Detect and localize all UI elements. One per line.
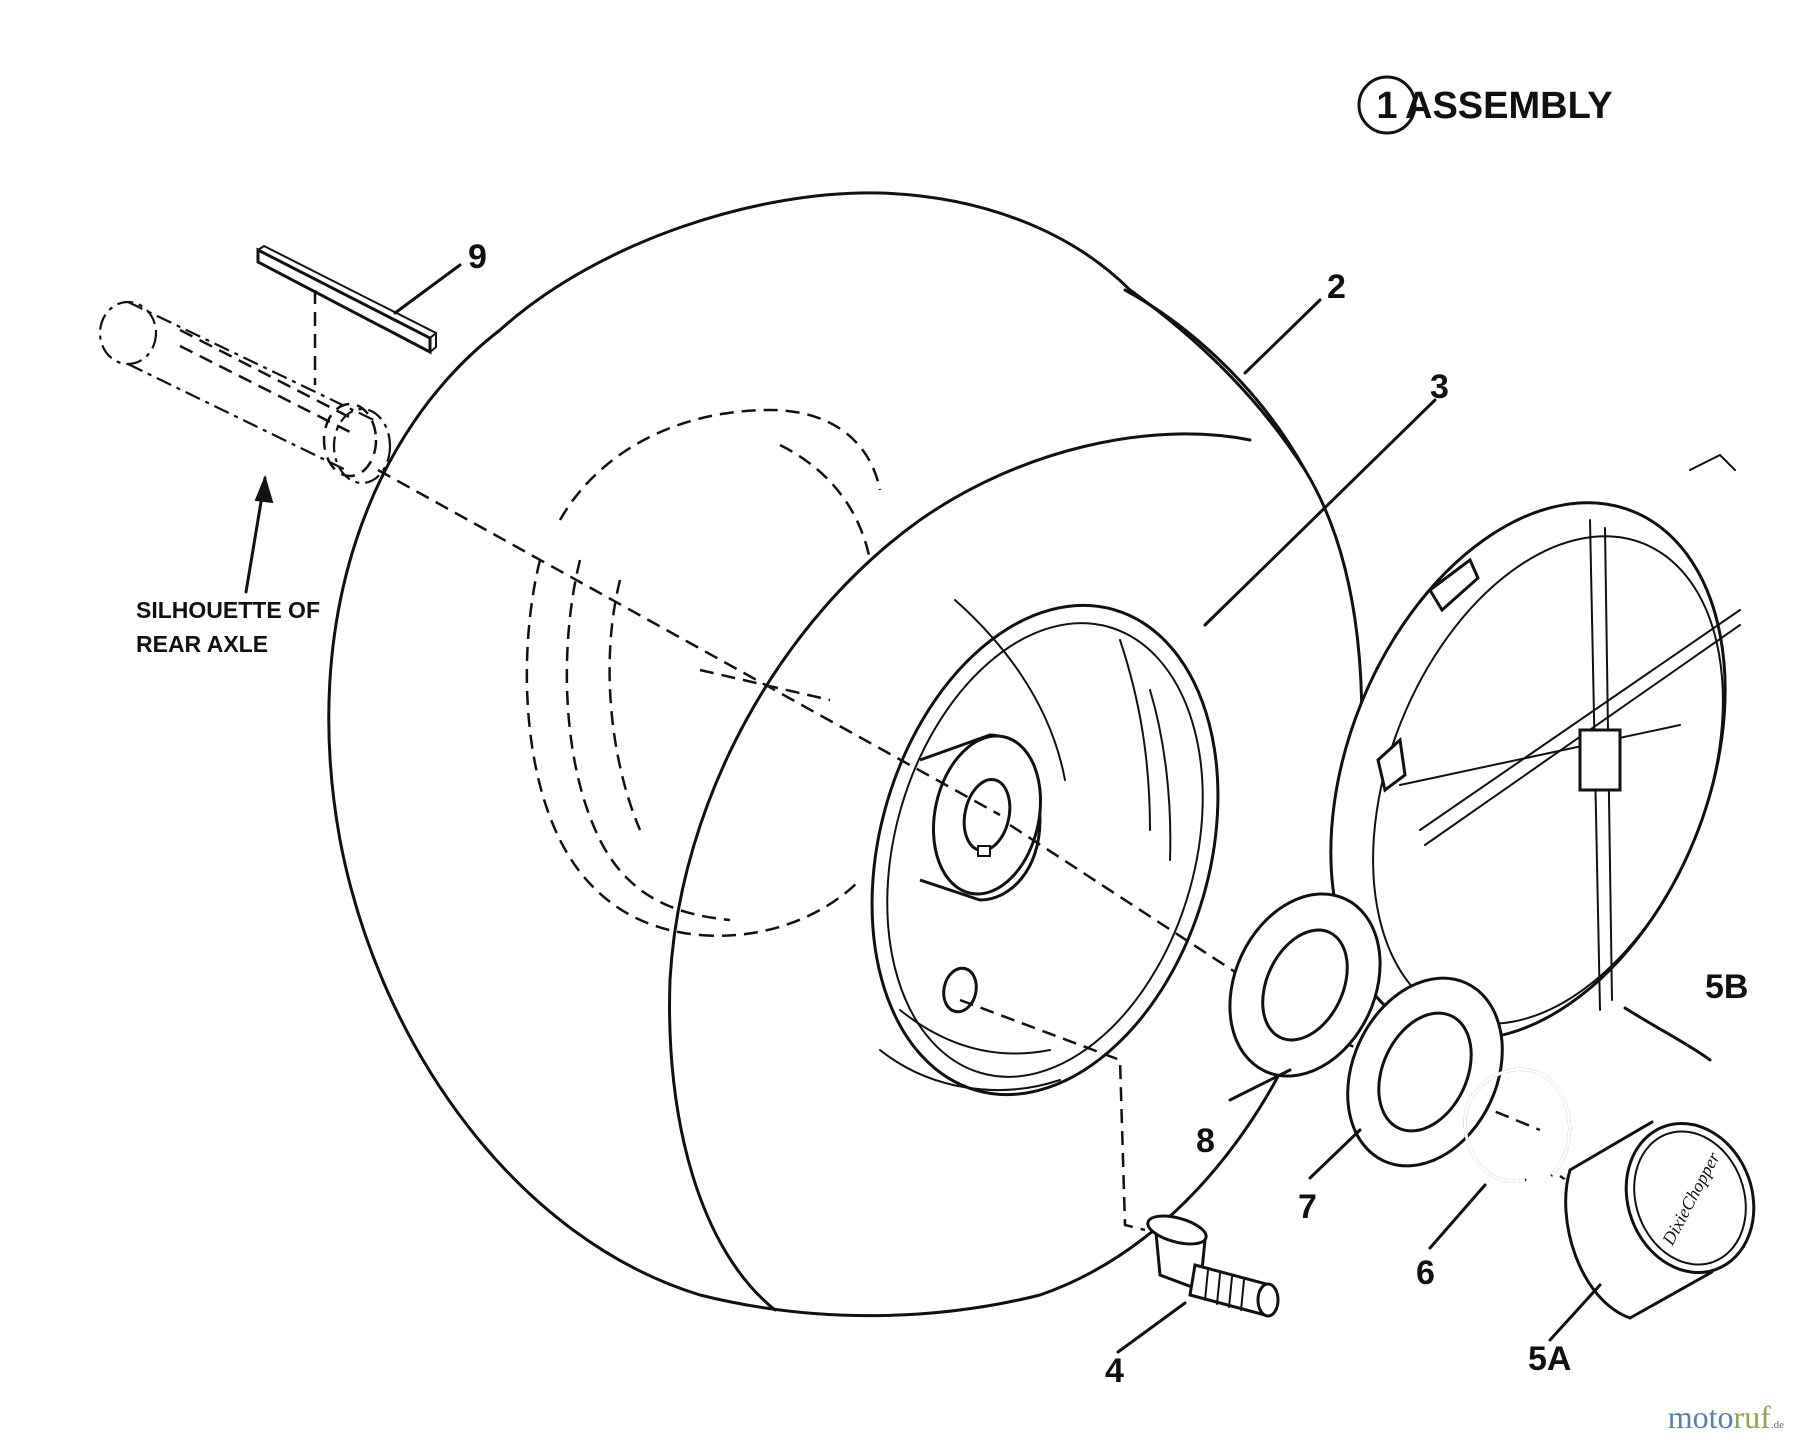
title-number: 1 [1376,85,1397,127]
hubcap-cover [1329,453,1741,1041]
axle-pointer-arrow [244,474,274,594]
callout-4: 4 [1105,1352,1124,1390]
washer-8 [1228,892,1382,1078]
callout-5a: 5A [1528,1340,1571,1378]
key-part [256,244,438,385]
watermark-tld: .de [1770,1419,1784,1431]
rear-axle-silhouette [98,300,392,485]
title-circle [1357,75,1417,135]
retaining-ring-6 [1463,1068,1572,1183]
callout-2: 2 [1327,268,1346,306]
callout-8: 8 [1196,1122,1215,1160]
assembly-title: 1 ASSEMBLY [1357,75,1613,135]
callout-6: 6 [1416,1254,1435,1292]
callout-7: 7 [1298,1188,1317,1226]
valve-stem-4 [1146,1214,1280,1318]
title-text: ASSEMBLY [1405,85,1613,127]
callout-labels: 9 2 3 5B 8 7 6 5A 4 [468,238,1748,1390]
hidden-rim-contour [525,408,882,937]
leader-lines [393,263,1712,1354]
watermark-part1: moto [1667,1399,1734,1435]
callout-9: 9 [468,238,487,276]
callout-5b: 5B [1705,968,1748,1006]
axle-note: SILHOUETTE OF REAR AXLE [136,597,320,657]
axle-note-line1: SILHOUETTE OF [136,597,320,623]
axle-note-line2: REAR AXLE [136,631,268,657]
motoruf-watermark: motoruf.de [1668,1399,1784,1436]
washer-7 [1346,976,1504,1168]
rim [870,599,1220,1097]
bearing-cap-5a: DixieChopper [1563,1120,1756,1330]
watermark-part2: ruf [1733,1399,1771,1435]
callout-3: 3 [1430,368,1449,406]
